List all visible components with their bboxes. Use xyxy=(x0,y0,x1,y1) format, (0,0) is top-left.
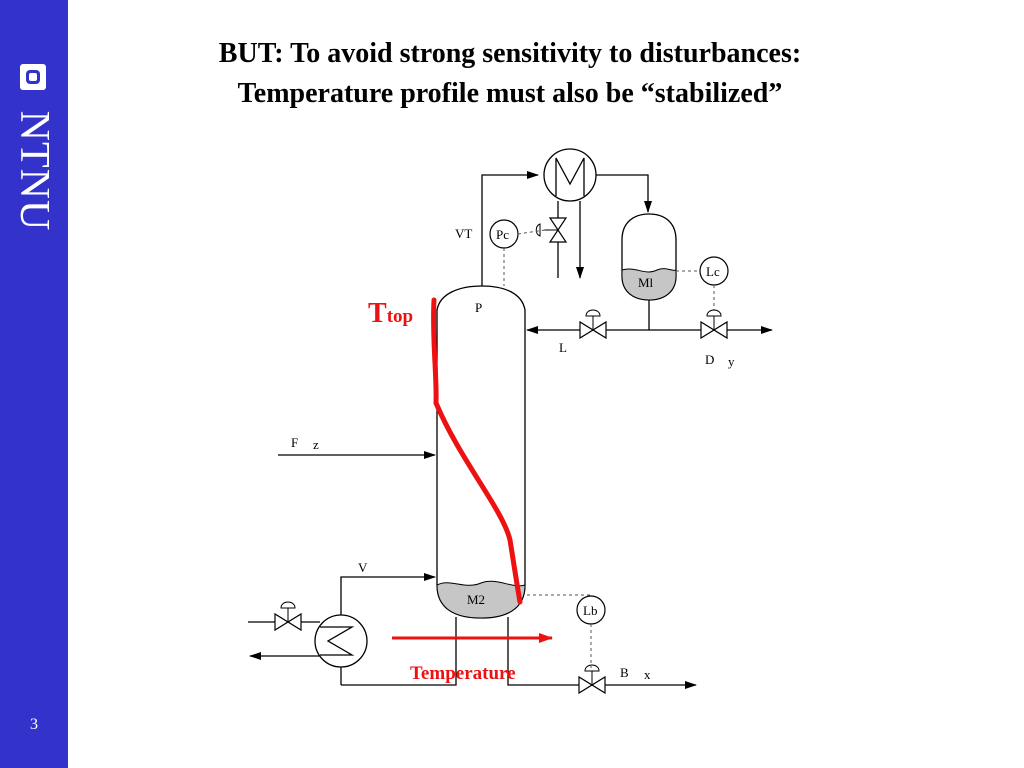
z-label: z xyxy=(313,437,319,452)
b-label: B xyxy=(620,665,629,680)
distillation-column-diagram: VT Pc Ml Lc L D y P F z V B x Lb M xyxy=(248,148,773,695)
vt-label: VT xyxy=(455,226,472,241)
lc-label: Lc xyxy=(706,264,720,279)
title-line-1: BUT: To avoid strong sensitivity to dist… xyxy=(218,38,802,69)
vapor-top-line xyxy=(481,171,539,286)
pc-label: Pc xyxy=(496,227,509,242)
slide-title: BUT: To avoid strong sensitivity to dist… xyxy=(90,34,930,114)
bottoms-line xyxy=(341,617,457,686)
drum-liquid-ml xyxy=(621,268,677,301)
logo-text-label: NTNU xyxy=(11,110,57,232)
bottom-liquid-m2 xyxy=(436,580,526,619)
f-label: F xyxy=(291,435,298,450)
ttop-t: T xyxy=(368,298,387,329)
logo-text: NTNU xyxy=(11,96,57,246)
x-label: x xyxy=(644,667,651,682)
v-label: V xyxy=(358,560,368,575)
condenser xyxy=(543,148,597,202)
distillation-column xyxy=(436,285,526,619)
ttop-sub: top xyxy=(387,306,413,327)
page-number: 3 xyxy=(30,716,38,733)
m2-label: M2 xyxy=(467,592,485,607)
condenser-coil-icon xyxy=(555,157,585,196)
ntnu-logo-icon xyxy=(20,64,46,90)
p-label: P xyxy=(475,300,482,315)
temperature-profile-curve xyxy=(431,297,523,605)
sidebar: NTNU 3 xyxy=(0,0,68,768)
boilup-line xyxy=(340,573,436,615)
title-line-2: Temperature profile must also be “stabil… xyxy=(237,78,783,109)
ttop-label: Ttop xyxy=(368,298,413,329)
l-label: L xyxy=(559,340,567,355)
lb-label: Lb xyxy=(583,603,597,618)
reboiler xyxy=(314,614,368,668)
y-label: y xyxy=(728,354,735,369)
temperature-label: Temperature xyxy=(410,663,516,684)
condenser-to-drum-line xyxy=(596,174,652,213)
ml-label: Ml xyxy=(638,275,654,290)
d-label: D xyxy=(705,352,714,367)
reboiler-coil-icon xyxy=(320,626,355,656)
